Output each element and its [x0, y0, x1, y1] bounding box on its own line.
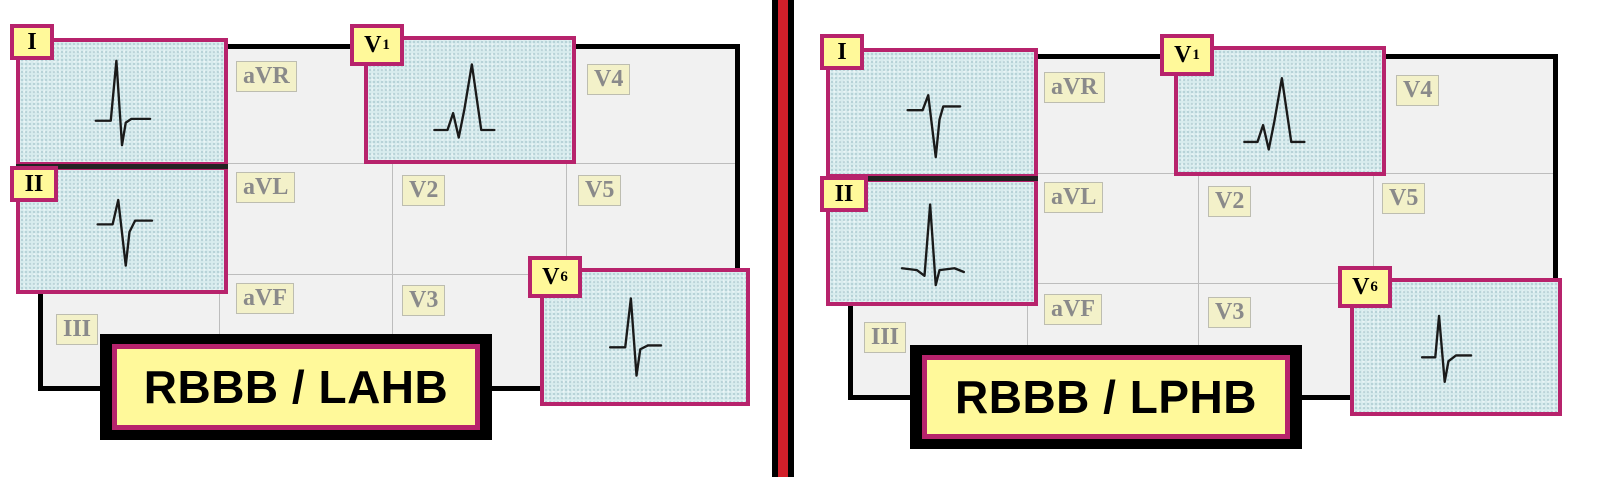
lead-divider [826, 176, 1038, 181]
ecg-waveform-lead-v6 [1420, 314, 1473, 384]
grid-label-v4: V4 [587, 64, 631, 95]
grid-label-v2: V2 [1208, 186, 1252, 217]
grid-label-v4: V4 [1396, 75, 1440, 106]
lead-tag-i: I [820, 34, 864, 70]
title-box: RBBB / LAHB [100, 334, 492, 440]
grid-line [1373, 59, 1374, 395]
lead-v1-box [1174, 46, 1386, 176]
grid-label-v5: V5 [1382, 183, 1426, 214]
grid-line [1198, 59, 1199, 395]
lead-i-box [826, 48, 1038, 178]
diagram-title: RBBB / LPHB [922, 355, 1290, 439]
title-box: RBBB / LPHB [910, 345, 1302, 449]
grid-label-avf: aVF [236, 283, 294, 314]
grid-label-v3: V3 [402, 285, 446, 316]
lead-tag-ii: II [820, 176, 868, 212]
lead-divider [16, 164, 228, 169]
lead-tag-ii: II [10, 166, 58, 202]
ecg-waveform-lead-i [94, 59, 152, 147]
lead-v6-box [540, 268, 750, 406]
grid-line [566, 49, 567, 386]
grid-line [392, 49, 393, 386]
diagram-title: RBBB / LAHB [112, 344, 480, 430]
grid-label-v3: V3 [1208, 297, 1252, 328]
grid-label-avl: aVL [1044, 182, 1104, 213]
ecg-waveform-lead-v1 [1243, 76, 1306, 151]
grid-label-avl: aVL [236, 172, 296, 203]
grid-line [853, 283, 1553, 284]
ecg-waveform-lead-ii [900, 203, 966, 287]
grid-label-avf: aVF [1044, 294, 1102, 325]
ecg-waveform-lead-v6 [608, 297, 663, 377]
grid-label-avr: aVR [236, 61, 297, 92]
grid-label-v5: V5 [578, 175, 622, 206]
lead-tag-i: I [10, 24, 54, 60]
grid-label-v2: V2 [402, 175, 446, 206]
ecg-waveform-lead-ii [96, 198, 154, 267]
grid-label-iii: III [864, 322, 907, 353]
ecg-waveform-lead-i [906, 93, 962, 159]
grid-label-avr: aVR [1044, 72, 1105, 103]
grid-line [43, 274, 735, 275]
ecg-waveform-lead-v1 [433, 63, 496, 139]
grid-label-iii: III [56, 314, 99, 345]
panel-separator [772, 0, 794, 477]
